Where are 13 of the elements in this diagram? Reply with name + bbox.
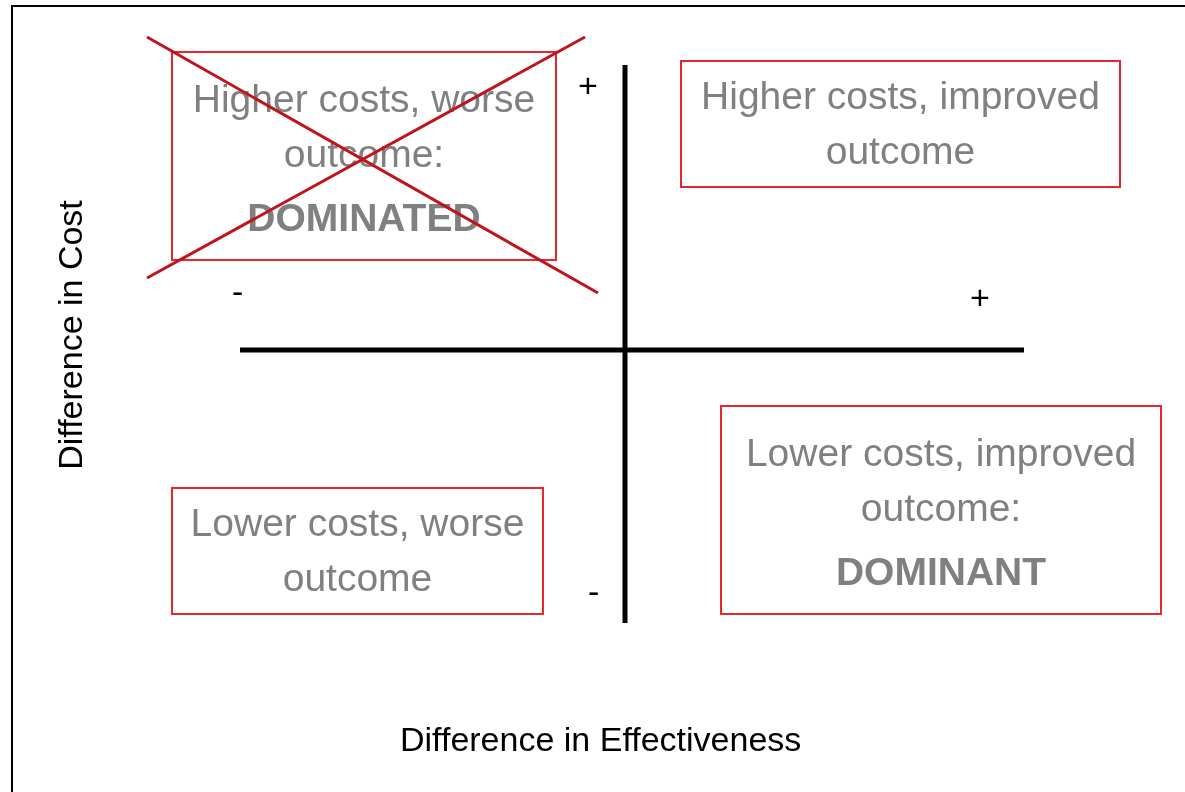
quadrant-text: Lower costs, worse outcome (189, 500, 526, 601)
axis-title: Difference in Cost (50, 200, 90, 470)
verdict-label: DOMINANT (835, 549, 1047, 594)
quadrant-text: Lower costs, improved outcome: (744, 430, 1138, 531)
quadrant-box (680, 60, 1121, 188)
quadrant-box (720, 405, 1162, 615)
axis-title: Difference in Effectiveness (400, 720, 802, 759)
sign-label: + (970, 278, 990, 317)
sign-label: - (232, 272, 244, 311)
sign-label: + (578, 66, 598, 105)
sign-label: - (588, 572, 600, 611)
quadrant-text: Higher costs, improved outcome (700, 73, 1101, 174)
quadrant-box (171, 487, 544, 615)
